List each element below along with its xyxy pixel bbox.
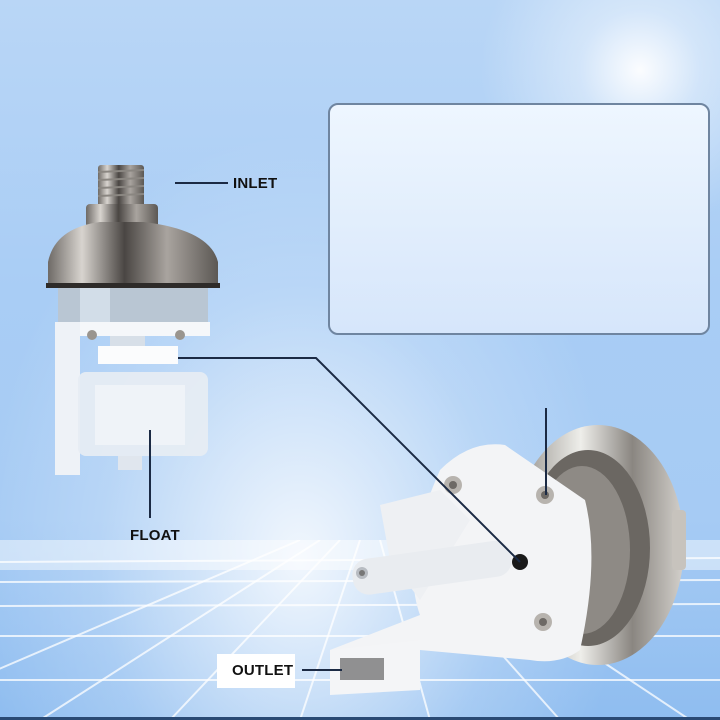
info-panel	[328, 103, 710, 335]
bottom-border	[0, 717, 720, 720]
pivot-leader	[178, 357, 521, 563]
float-label: FLOAT	[130, 527, 180, 544]
inlet-label: INLET	[233, 175, 278, 192]
outlet-label-box	[217, 654, 295, 688]
outlet-label: OUTLET	[232, 662, 294, 679]
